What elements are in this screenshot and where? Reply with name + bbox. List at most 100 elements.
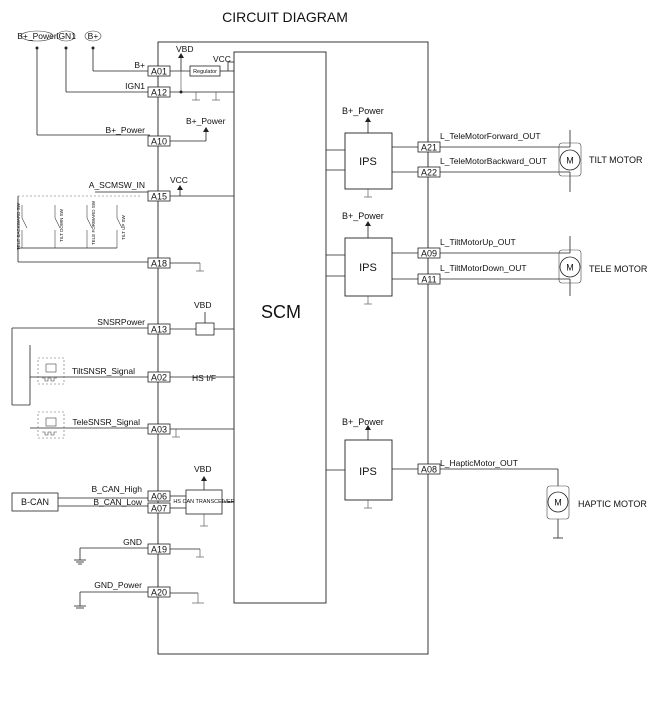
- pin-a20: A20 GND_Power: [94, 580, 171, 598]
- tele-motor: M TELE MOTOR: [440, 236, 648, 296]
- ips-block-2: IPS B+_Power: [326, 211, 418, 305]
- ground-symbols: [74, 548, 204, 609]
- haptic-motor-label: HAPTIC MOTOR: [578, 499, 647, 509]
- switch-tele-backward: TELE BACKWARD SW: [16, 202, 28, 250]
- source-b-plus-label: B+: [88, 31, 99, 41]
- vcc-rail-label: VCC: [213, 54, 231, 64]
- pin-a11-id: A11: [421, 275, 436, 285]
- switch-tele-forward: TELE FORWARD SW: [86, 200, 96, 248]
- tele-sensor-icon: [37, 411, 65, 439]
- ips-block-1-supply: B+_Power: [342, 106, 384, 116]
- ips-block-3-supply: B+_Power: [342, 417, 384, 427]
- switch-tilt-down-label: TILT DOWN SW: [59, 208, 64, 242]
- pin-a03-id: A03: [151, 425, 167, 435]
- pin-a08: A08 L_HapticMotor_OUT: [417, 458, 518, 475]
- switch-tilt-up: TILT UP SW: [116, 205, 126, 248]
- pin-a11-signal: L_TiltMotorDown_OUT: [440, 263, 527, 273]
- tilt-motor-label: TILT MOTOR: [589, 155, 643, 165]
- pin-a21-signal: L_TeleMotorForward_OUT: [440, 131, 541, 141]
- pin-a06-id: A06: [151, 492, 167, 502]
- pin-a01-id: A01: [151, 67, 167, 77]
- motors: M TILT MOTOR M TELE MOTOR M HAPTIC MOTOR: [440, 130, 648, 539]
- source-ign1: IGN1: [56, 30, 76, 92]
- pin-a09-id: A09: [421, 249, 437, 259]
- bcan-label: B-CAN: [21, 497, 49, 507]
- ips-block-2-supply: B+_Power: [342, 211, 384, 221]
- pin-a12-signal: IGN1: [125, 81, 145, 91]
- tele-motor-symbol: M: [566, 263, 574, 273]
- pin-a13-id: A13: [151, 325, 167, 335]
- ips-block-1: IPS B+_Power: [326, 106, 418, 198]
- tilt-motor: M TILT MOTOR: [440, 130, 643, 192]
- right-pins: A21 L_TeleMotorForward_OUT A22 L_TeleMot…: [417, 131, 547, 475]
- pin-a15-signal: A_SCMSW_IN: [89, 180, 145, 190]
- pin-a22: A22 L_TeleMotorBackward_OUT: [417, 156, 547, 178]
- pin-a09-signal: L_TiltMotorUp_OUT: [440, 237, 516, 247]
- pin-a07-id: A07: [151, 504, 167, 514]
- left-wires: [12, 70, 150, 593]
- pin-a10-id: A10: [151, 137, 167, 147]
- pin-a02: A02 TiltSNSR_Signal: [72, 366, 171, 383]
- pin-a02-id: A02: [151, 373, 167, 383]
- ips-block-2-label: IPS: [359, 262, 377, 274]
- ips-block-3-label: IPS: [359, 466, 377, 478]
- regulator-label: Regulator: [193, 69, 217, 75]
- sensor-wiring: [11, 328, 65, 439]
- pin-a12-id: A12: [151, 88, 167, 98]
- bcan-box: [11, 492, 59, 512]
- ips-blocks: IPS B+_Power IPS B+_Power IPS: [326, 106, 418, 509]
- tele-motor-icon: [559, 256, 581, 278]
- ips-block-1-label: IPS: [359, 156, 377, 168]
- source-ign1-label: IGN1: [56, 31, 76, 41]
- scm-label: SCM: [261, 302, 301, 322]
- source-b-plus: B+: [84, 30, 102, 71]
- pin-a08-signal: L_HapticMotor_OUT: [440, 458, 518, 468]
- left-pins: A01 B+ A12 IGN1 A10 B+_Power A15 A_SCMSW…: [72, 60, 171, 598]
- source-b-power-label: B+_Power: [17, 31, 57, 41]
- a13-resistor: [195, 322, 215, 336]
- top-sources: B+_Power IGN1 B+: [17, 30, 102, 135]
- pin-a22-id: A22: [421, 168, 437, 178]
- switch-tele-forward-label: TELE FORWARD SW: [91, 200, 96, 245]
- pin-a15-id: A15: [151, 192, 167, 202]
- pin-a13-signal: SNSRPower: [97, 317, 145, 327]
- pin-a21: A21 L_TeleMotorForward_OUT: [417, 131, 541, 153]
- diagram-title: CIRCUIT DIAGRAM: [222, 9, 348, 25]
- ips-block-3: IPS B+_Power: [326, 417, 418, 509]
- scm-body: [233, 51, 327, 604]
- hs-if-label: HS I/F: [192, 373, 216, 383]
- pin-a08-id: A08: [421, 465, 437, 475]
- pin-a03: A03 TeleSNSR_Signal: [72, 417, 171, 435]
- a18-internal: [170, 262, 204, 272]
- pin-a10-signal: B+_Power: [106, 125, 146, 135]
- pin-a03-signal: TeleSNSR_Signal: [72, 417, 140, 427]
- can-transceiver-label: HS CAN TRANSCEIVER: [173, 499, 234, 505]
- pin-a02-signal: TiltSNSR_Signal: [72, 366, 135, 376]
- pin-a06-signal: B_CAN_High: [91, 484, 142, 494]
- can-section: B-CAN HS CAN TRANSCEIVER VBD: [11, 464, 235, 527]
- a13-vbd-label: VBD: [194, 300, 211, 310]
- haptic-motor-icon: [547, 491, 569, 513]
- pin-a20-id: A20: [151, 588, 167, 598]
- regulator-section: Regulator VCC VBD: [170, 44, 234, 101]
- switch-network: TELE BACKWARD SW TILT DOWN SW TELE FORWA…: [16, 195, 140, 262]
- a15-vcc-label: VCC: [170, 175, 188, 185]
- pin-a11: A11 L_TiltMotorDown_OUT: [417, 263, 527, 285]
- tilt-motor-icon: [559, 149, 581, 171]
- pin-a18-id: A18: [151, 259, 167, 269]
- source-b-power: B+_Power: [17, 30, 57, 135]
- tilt-sensor-icon: [37, 357, 65, 385]
- switch-tilt-up-label: TILT UP SW: [121, 214, 126, 240]
- switch-tele-backward-label: TELE BACKWARD SW: [16, 202, 21, 250]
- tele-motor-label: TELE MOTOR: [589, 264, 648, 274]
- a10-internal-label: B+_Power: [186, 116, 226, 126]
- pin-a19-id: A19: [151, 545, 167, 555]
- pin-a19-signal: GND: [123, 537, 142, 547]
- vbd-rail-label: VBD: [176, 44, 193, 54]
- sensor-internal: VBD HS I/F: [170, 300, 234, 438]
- pin-a09: A09 L_TiltMotorUp_OUT: [417, 237, 516, 259]
- pin-a22-signal: L_TeleMotorBackward_OUT: [440, 156, 547, 166]
- pin-a07-signal: B_CAN_Low: [93, 497, 143, 507]
- pin-a20-signal: GND_Power: [94, 580, 142, 590]
